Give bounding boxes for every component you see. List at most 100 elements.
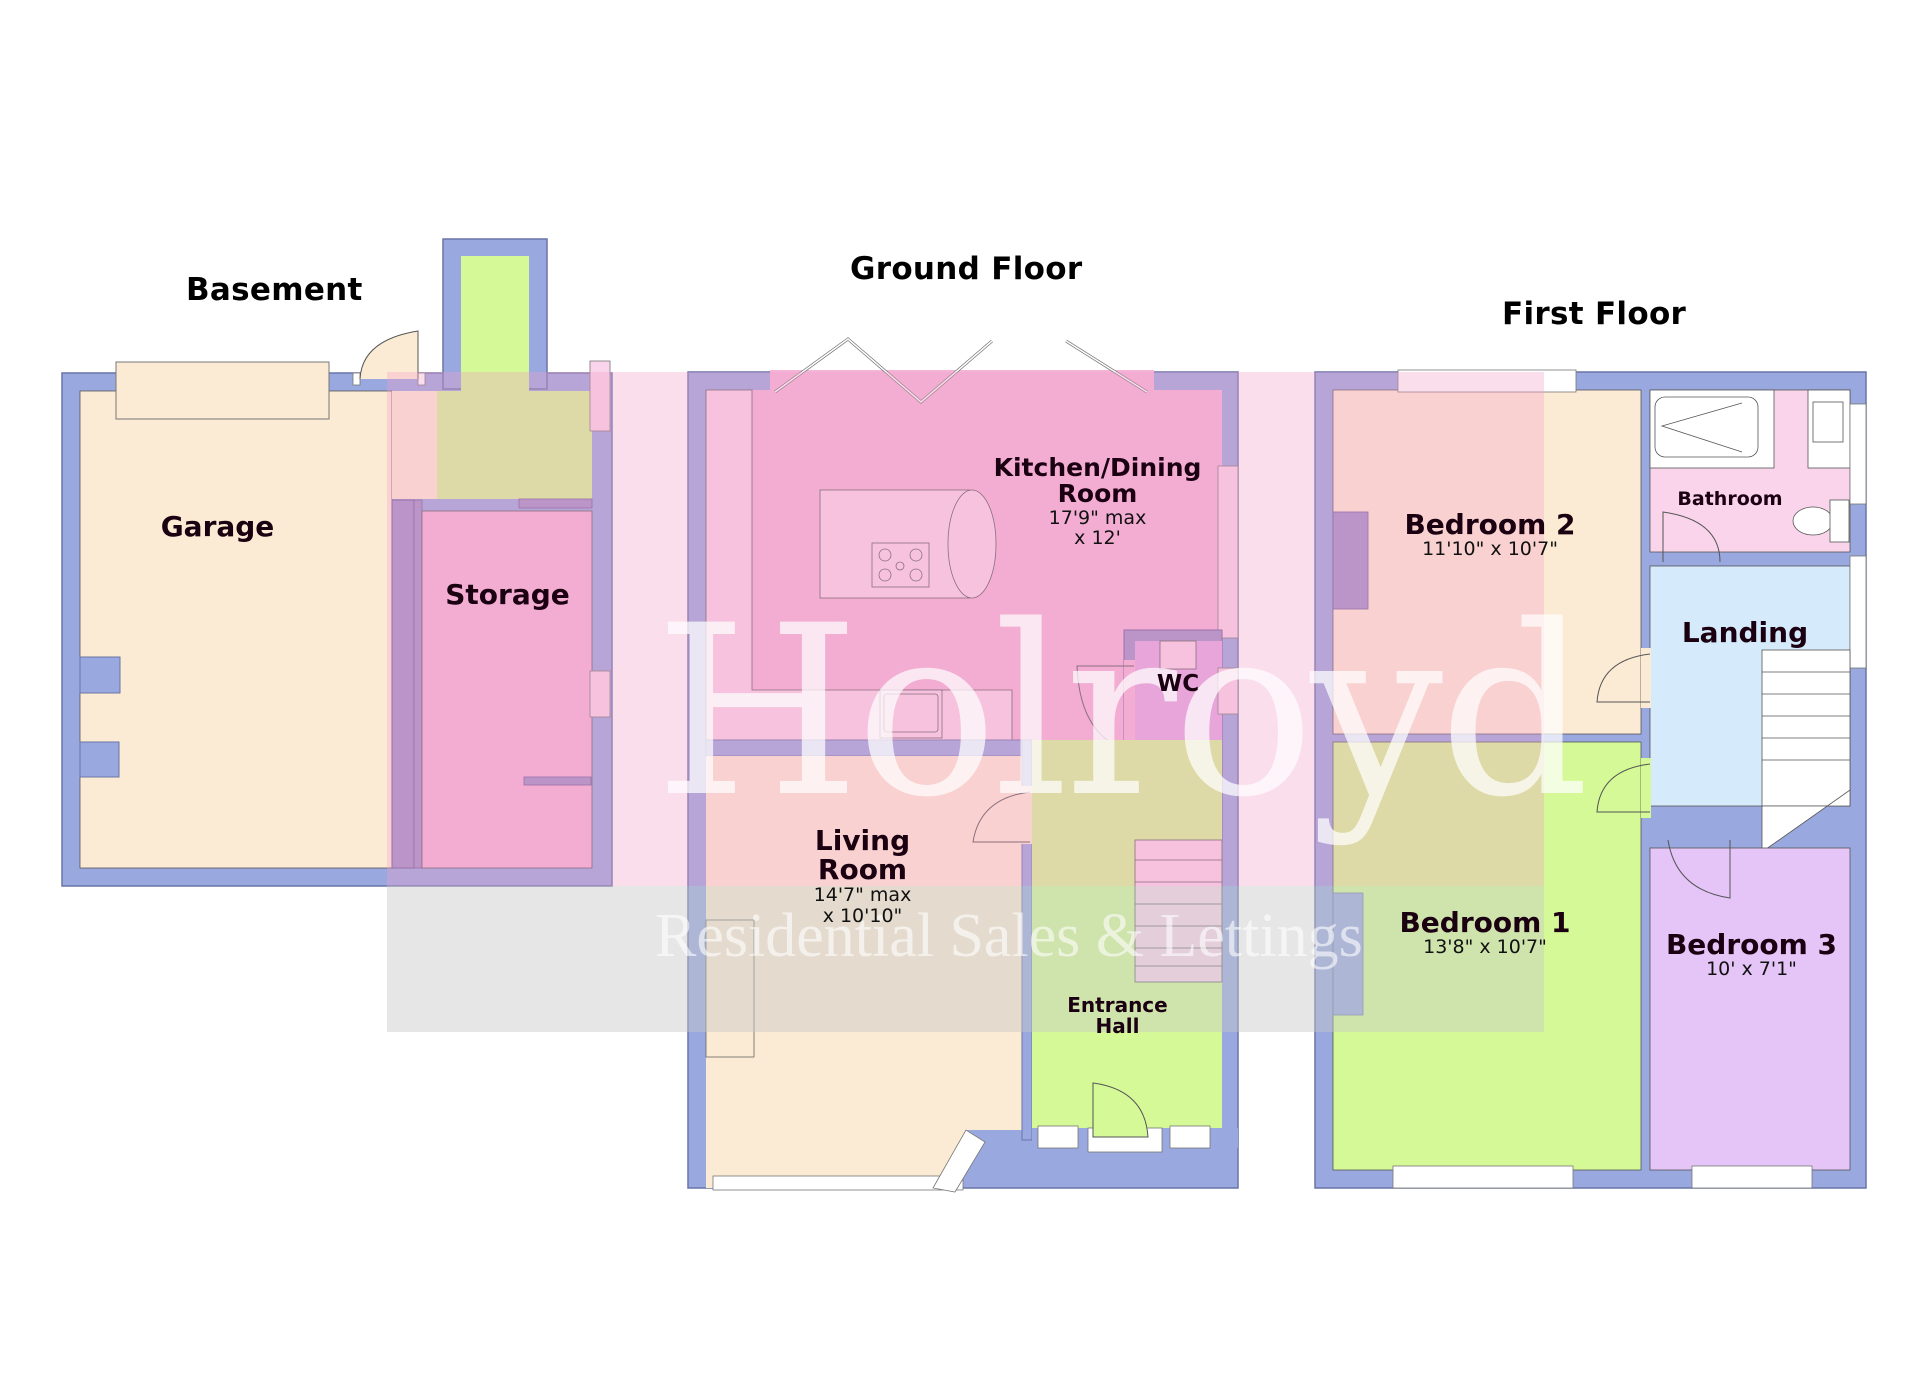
island-end <box>947 489 997 599</box>
bathroom-basin-bowl <box>1812 401 1844 443</box>
garage-door <box>115 361 330 420</box>
window <box>1397 369 1577 393</box>
bedroom1-floor <box>1332 741 1642 1171</box>
radiator <box>79 741 120 778</box>
garage-floor <box>79 390 393 869</box>
staircase <box>1134 839 1223 983</box>
room-living: Living Room 14'7" max x 10'10" <box>780 826 945 927</box>
room-bedroom-3: Bedroom 3 10' x 7'1" <box>1650 930 1853 980</box>
window <box>1217 465 1239 639</box>
room-bedroom-1: Bedroom 1 13'8" x 10'7" <box>1375 908 1595 958</box>
bifold-doors <box>774 338 993 403</box>
storage-floor <box>421 510 593 869</box>
window <box>1217 667 1239 715</box>
room-name: Storage <box>445 578 570 611</box>
room-name: Room <box>817 853 908 887</box>
room-dimension: 13'8" x 10'7" <box>1423 936 1547 959</box>
room-name: Bedroom 2 <box>1404 508 1576 541</box>
bath-tub <box>1654 396 1759 458</box>
door-swing <box>1596 763 1651 813</box>
bedroom3-floor <box>1649 847 1851 1171</box>
watermark <box>387 372 1544 1032</box>
room-name: Living <box>814 824 911 857</box>
room-name: Room <box>1057 479 1138 509</box>
room-name: Garage <box>160 510 275 543</box>
door-gap <box>1641 758 1651 818</box>
kitchen-sink <box>879 689 943 739</box>
bedroom2-floor <box>1332 389 1642 735</box>
watermark-band <box>387 372 1544 886</box>
window <box>712 1175 964 1191</box>
room-kitchen-dining: Kitchen/Dining Room 17'9" max x 12' <box>975 453 1220 550</box>
room-dimension: x 10'10" <box>822 904 903 927</box>
room-name: Kitchen/Dining <box>993 453 1202 482</box>
lightwell-floor <box>461 256 529 396</box>
room-name: Bedroom 3 <box>1665 928 1838 961</box>
window <box>589 360 611 432</box>
room-dimension: x 12' <box>1074 527 1121 550</box>
door-swing <box>359 330 419 380</box>
room-bathroom: Bathroom <box>1665 488 1795 510</box>
room-storage: Storage <box>440 580 575 609</box>
front-door-swing <box>1092 1082 1149 1138</box>
bath-lines <box>1660 402 1743 453</box>
hob-ring <box>878 568 892 582</box>
door-swing <box>972 791 1031 843</box>
basement-title: Basement <box>186 272 363 308</box>
room-dimension: 10' x 7'1" <box>1706 958 1797 981</box>
door-gap <box>1124 660 1135 756</box>
ground-floor-title: Ground Floor <box>850 251 1083 287</box>
room-landing: Landing <box>1670 618 1820 647</box>
window <box>589 670 611 718</box>
first-floor-plan <box>1314 369 1867 1189</box>
room-entrance-hall: Entrance Hall <box>1050 995 1185 1037</box>
bathroom-toilet <box>1792 506 1834 536</box>
door-swing <box>1662 511 1721 563</box>
door-gap <box>1020 786 1034 844</box>
ground-floor-plan <box>687 337 1239 1193</box>
hob-ring <box>878 548 892 562</box>
wc-basin <box>1159 640 1197 670</box>
hob <box>871 542 930 588</box>
room-dimension: 14'7" max <box>813 883 912 906</box>
room-name: Hall <box>1095 1014 1140 1038</box>
french-door <box>1065 340 1148 393</box>
annex-green <box>437 391 592 499</box>
bathroom-cistern <box>1829 499 1850 543</box>
door-swing <box>1667 839 1731 899</box>
door-jamb <box>352 372 361 386</box>
hob-ring <box>895 561 905 571</box>
watermark-band-gray <box>387 886 1544 1032</box>
window <box>1691 1165 1813 1189</box>
window <box>1169 1125 1211 1149</box>
window <box>1037 1125 1079 1149</box>
door-gap <box>1641 648 1651 708</box>
wardrobe <box>1332 892 1364 1016</box>
door-swing <box>1596 653 1651 703</box>
fireplace <box>705 919 755 1058</box>
room-name: Landing <box>1681 616 1809 649</box>
storage-top-wall <box>518 498 593 509</box>
room-bedroom-2: Bedroom 2 11'10" x 10'7" <box>1380 510 1600 560</box>
room-dimension: 11'10" x 10'7" <box>1422 538 1558 561</box>
hob-ring <box>909 548 923 562</box>
window <box>1392 1165 1574 1189</box>
room-name: Entrance <box>1067 993 1168 1017</box>
hob-ring <box>909 568 923 582</box>
radiator <box>79 656 121 694</box>
bay-window <box>932 1129 986 1193</box>
kitchen-island <box>819 489 971 599</box>
staircase <box>1761 649 1851 853</box>
basement-plan <box>61 238 613 887</box>
first-floor-title: First Floor <box>1502 296 1687 332</box>
sink-basin <box>883 693 939 733</box>
wardrobe <box>1332 511 1369 610</box>
window <box>1849 555 1867 669</box>
room-name: Bedroom 1 <box>1399 906 1571 939</box>
room-garage: Garage <box>140 512 295 541</box>
room-name: WC <box>1156 671 1200 697</box>
room-dimension: 17'9" max <box>1048 506 1147 529</box>
shelf <box>523 776 592 786</box>
room-name: Bathroom <box>1677 488 1783 510</box>
